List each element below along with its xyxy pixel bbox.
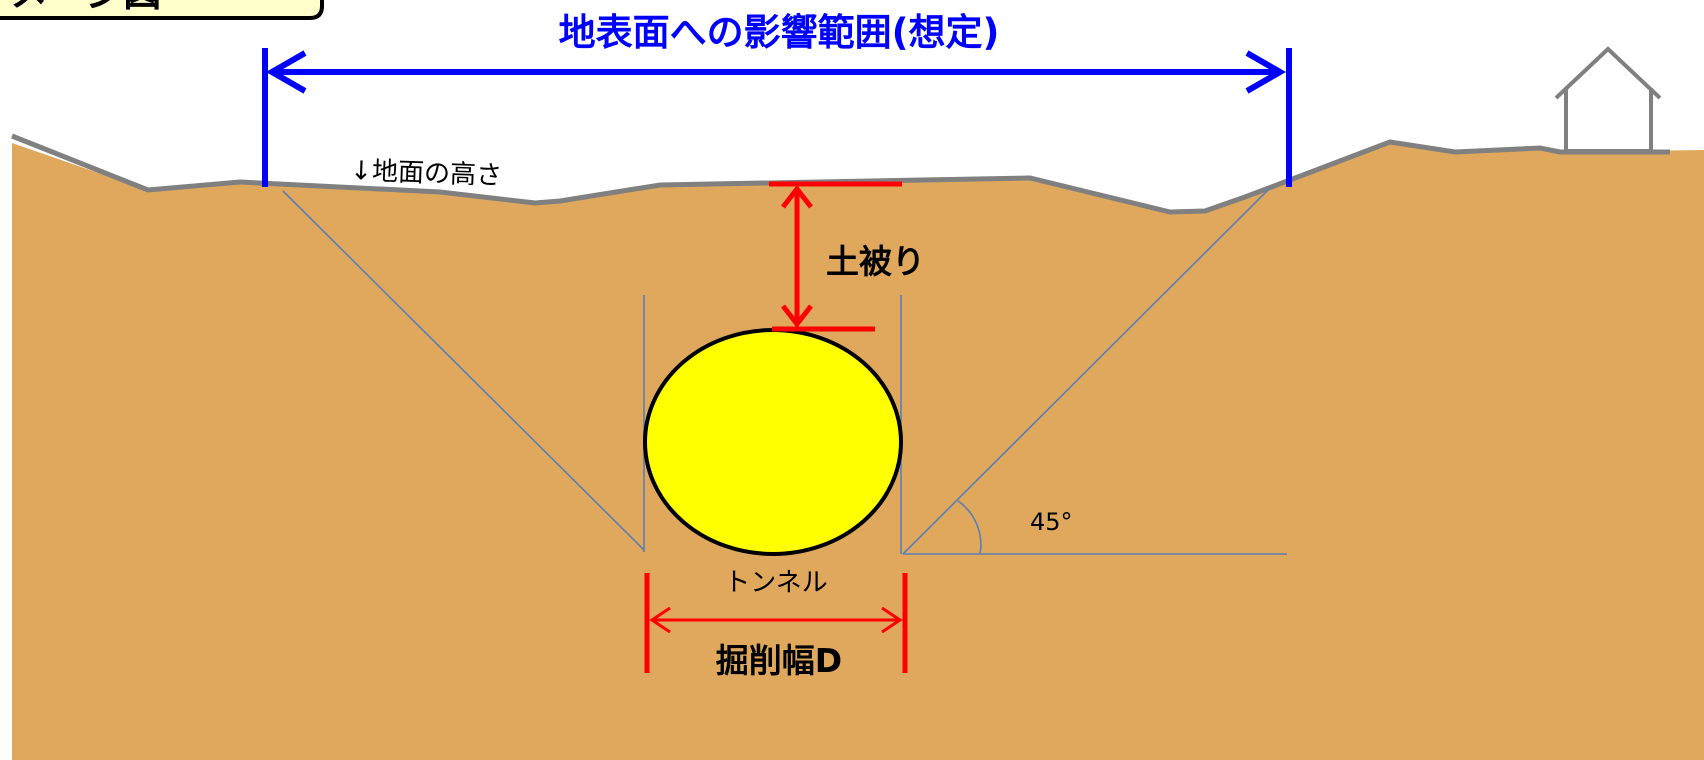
ground-surface-line bbox=[11, 133, 1670, 215]
tunnel-shape bbox=[643, 328, 903, 556]
cover-depth-dimension bbox=[769, 181, 902, 332]
excavation-width-dimension bbox=[644, 573, 908, 673]
angle-label: 45° bbox=[1030, 508, 1073, 536]
influence-range-arrow bbox=[262, 48, 1292, 187]
header-tab-label: イメージ図 bbox=[0, 0, 161, 15]
tunnel-label: トンネル bbox=[724, 568, 827, 598]
cover-depth-label: 土被り bbox=[826, 242, 925, 281]
ground-level-label: ↓地面の高さ bbox=[350, 156, 503, 191]
influence-range-title: 地表面への影響範囲(想定) bbox=[559, 11, 1000, 54]
house-icon bbox=[1554, 46, 1662, 153]
excavation-width-label: 掘削幅D bbox=[716, 641, 842, 680]
header-tab: イメージ図 bbox=[0, 0, 324, 20]
